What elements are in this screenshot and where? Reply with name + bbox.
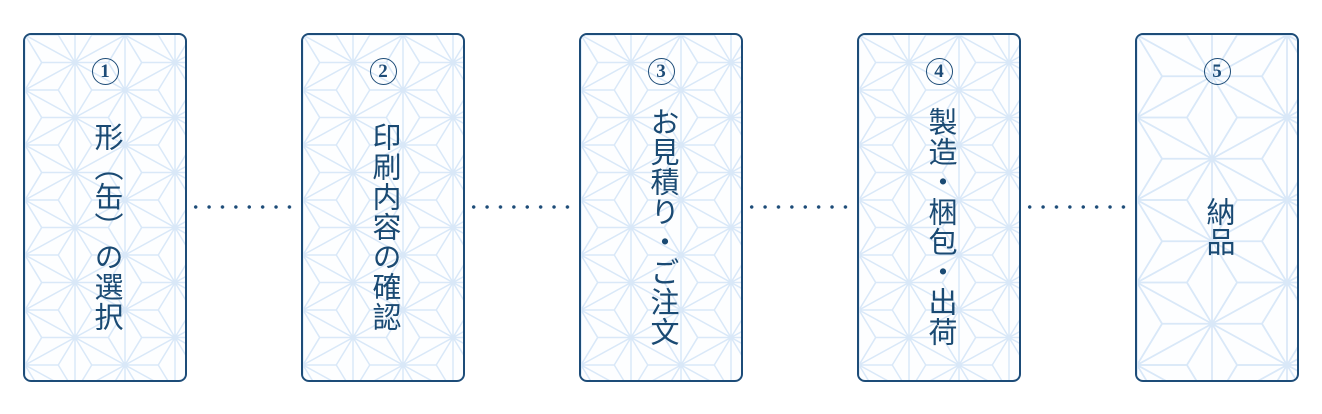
step-card-1: 1 形（缶）の選択	[23, 32, 187, 382]
step-title: 形（缶）の選択	[89, 122, 122, 332]
dotted-connector	[1023, 205, 1133, 209]
step-title: 製造・梱包・出荷	[923, 107, 956, 347]
step-title: 印刷内容の確認	[367, 122, 400, 332]
step-card-content: 2 印刷内容の確認	[303, 35, 463, 380]
step-title-wrap: 形（缶）の選択	[89, 85, 122, 380]
step-number: 5	[1212, 60, 1222, 82]
step-number-badge: 4	[925, 57, 953, 85]
step-card-2: 2 印刷内容の確認	[301, 32, 465, 382]
step-title: お見積り・ご注文	[645, 107, 678, 347]
step-card-3: 3 お見積り・ご注文	[579, 32, 743, 382]
step-number: 2	[378, 60, 388, 82]
dotted-connector	[467, 205, 577, 209]
asanoha-pattern	[1137, 34, 1297, 380]
step-title-wrap: お見積り・ご注文	[645, 85, 678, 380]
step-number-badge: 2	[369, 57, 397, 85]
asanoha-pattern	[25, 34, 185, 380]
step-number-badge: 5	[1203, 57, 1231, 85]
step-number: 3	[656, 60, 666, 82]
step-title-wrap: 製造・梱包・出荷	[923, 85, 956, 380]
step-card-4: 4 製造・梱包・出荷	[857, 32, 1021, 382]
dotted-connector	[745, 205, 855, 209]
step-title: 納品	[1201, 197, 1234, 257]
step-number-badge: 1	[91, 57, 119, 85]
asanoha-pattern	[581, 34, 741, 380]
step-title-wrap: 印刷内容の確認	[367, 85, 400, 380]
step-number: 4	[934, 60, 944, 82]
dotted-connector	[189, 205, 299, 209]
step-number-badge: 3	[647, 57, 675, 85]
step-card-content: 5 納品	[1137, 35, 1297, 380]
step-card-content: 1 形（缶）の選択	[25, 35, 185, 380]
asanoha-pattern	[859, 34, 1019, 380]
step-card-5: 5 納品	[1135, 32, 1299, 382]
step-card-content: 4 製造・梱包・出荷	[859, 35, 1019, 380]
asanoha-pattern	[303, 34, 463, 380]
step-number: 1	[100, 60, 110, 82]
step-card-content: 3 お見積り・ご注文	[581, 35, 741, 380]
step-title-wrap: 納品	[1201, 85, 1234, 380]
